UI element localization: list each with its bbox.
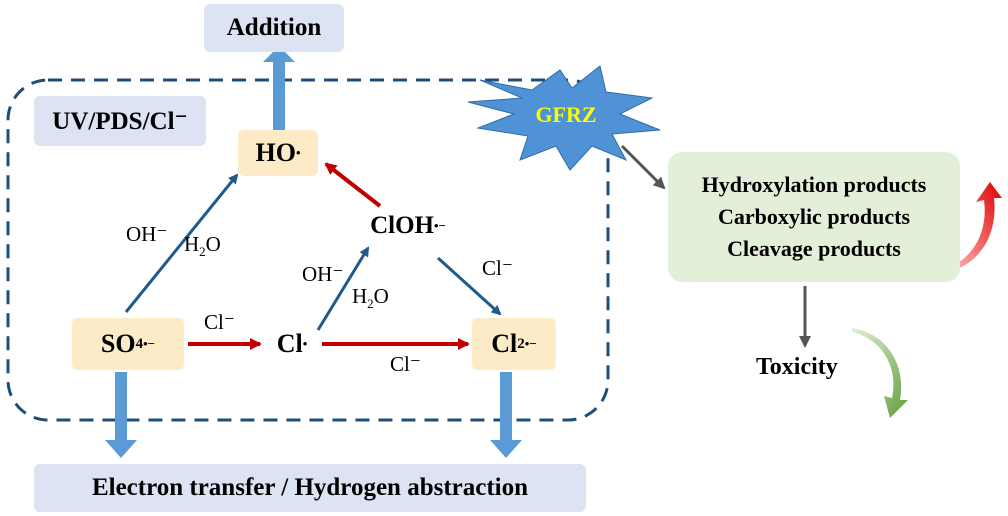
cloh-radical-anion: ClOH•− (358, 206, 458, 246)
product-hydroxylation: Hydroxylation products (701, 172, 927, 197)
label-cl-cloh-oh: OH⁻ (302, 262, 344, 286)
arrow-so4-to-bottom (105, 372, 137, 458)
cl-radical: Cl• (264, 324, 320, 364)
so4-label: SO (100, 329, 136, 358)
system-frame (6, 78, 610, 422)
gfrz-starburst-icon (467, 65, 661, 171)
arrow-cl-to-cloh (316, 246, 370, 331)
cl2-label: Cl (491, 329, 518, 358)
arrow-so4-to-ho (124, 173, 239, 313)
addition-box: Addition (204, 4, 344, 52)
product-cleavage: Cleavage products (727, 236, 901, 261)
arrow-cloh-to-cl2 (436, 256, 502, 316)
ho-radical-box: HO• (238, 130, 318, 176)
increase-arrow-icon (942, 182, 1002, 274)
cl2-subscript: 2 (517, 335, 525, 352)
arrow-ho-to-addition (263, 46, 295, 130)
arrow-cloh-to-ho (324, 162, 382, 208)
cl-radical-dot: • (302, 336, 308, 351)
system-label: UV/PDS/Cl⁻ (52, 108, 188, 135)
product-carboxylic: Carboxylic products (717, 204, 911, 229)
toxicity-label: Toxicity (756, 354, 838, 380)
arrow-gfrz-to-products (620, 144, 666, 190)
system-label-box: UV/PDS/Cl⁻ (34, 96, 206, 146)
decrease-arrow-icon (852, 328, 908, 418)
so4-radical-anion-mark: •− (143, 336, 156, 351)
label-so4-ho-h2o: H2O (184, 232, 221, 260)
products-box: Hydroxylation products Carboxylic produc… (668, 152, 960, 282)
label-so4-ho-oh: OH⁻ (126, 222, 168, 246)
label-cl-cl2: Cl⁻ (390, 352, 421, 376)
gfrz-label: GFRZ (535, 102, 597, 127)
so4-subscript: 4 (135, 335, 144, 352)
addition-label: Addition (226, 14, 322, 41)
mechanism-box: Electron transfer / Hydrogen abstraction (34, 464, 586, 512)
cloh-radical-anion-mark: •− (433, 218, 446, 233)
ho-label: HO (255, 138, 296, 167)
mechanism-label: Electron transfer / Hydrogen abstraction (91, 474, 529, 501)
arrow-cl2-to-bottom (490, 372, 522, 458)
label-cloh-cl2: Cl⁻ (482, 256, 513, 280)
label-cl-cloh-h2o: H2O (352, 284, 389, 312)
cloh-label: ClOH (370, 212, 434, 239)
cl-label: Cl (276, 329, 303, 358)
ho-radical-dot: • (295, 145, 301, 160)
label-so4-cl: Cl⁻ (204, 310, 235, 334)
cl2-radical-anion-mark: •− (524, 336, 537, 351)
